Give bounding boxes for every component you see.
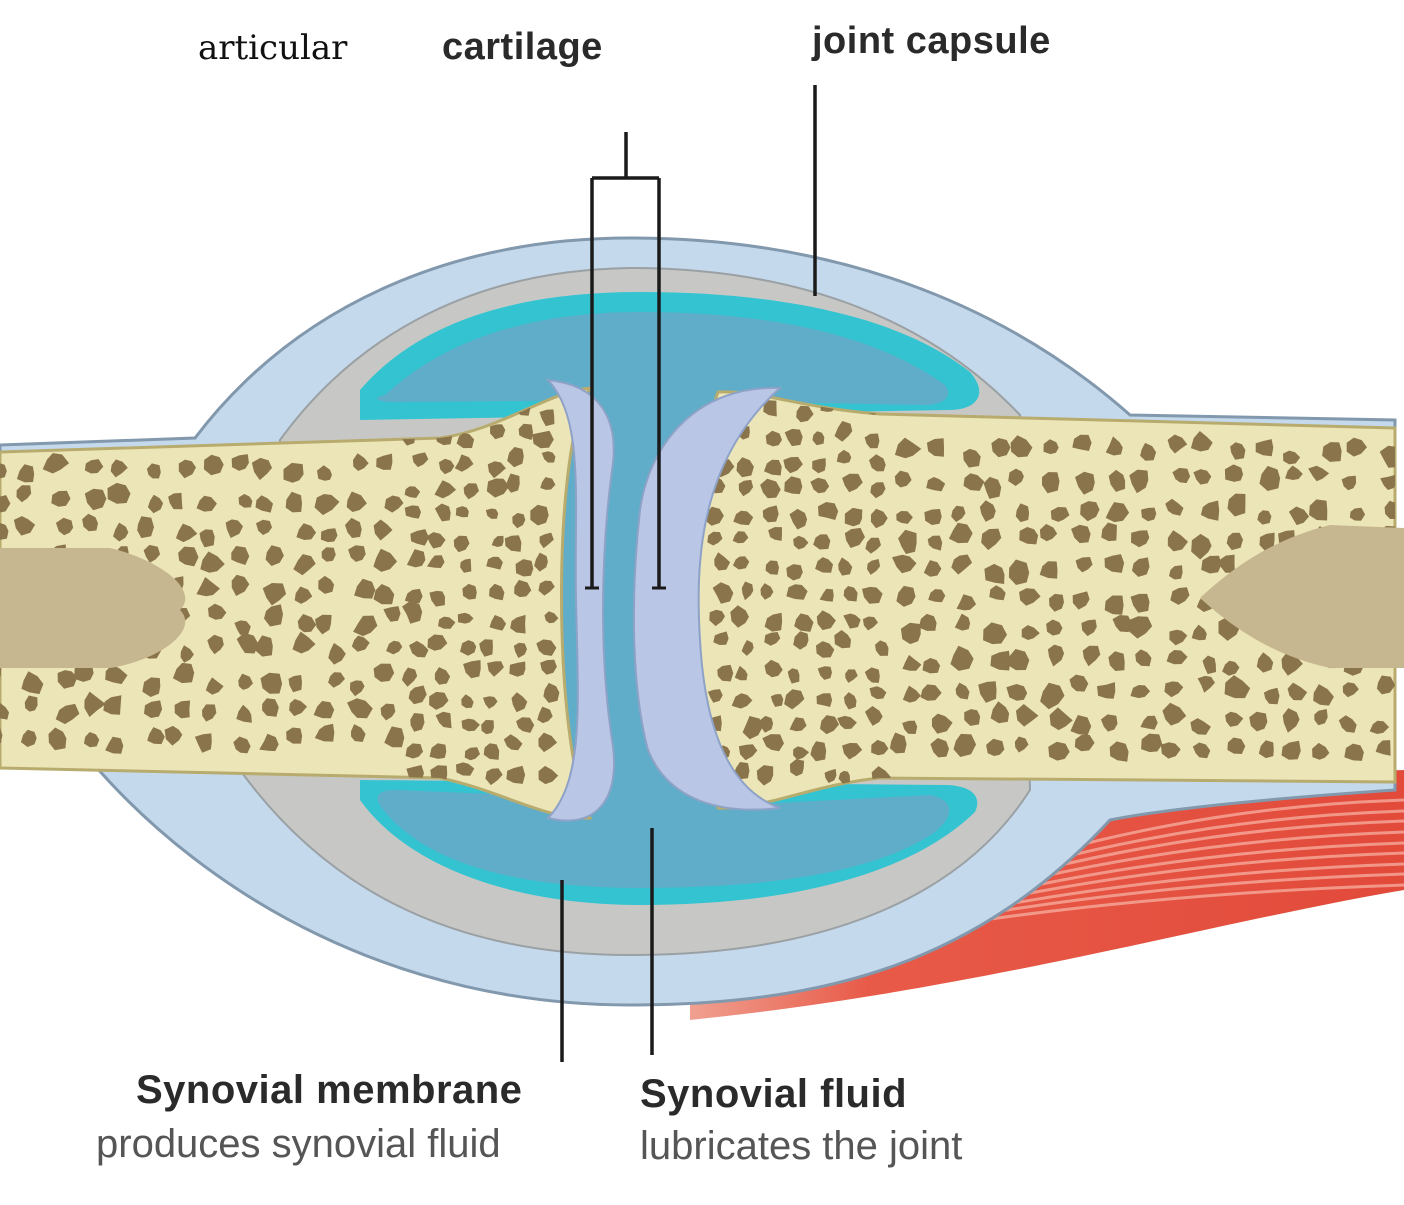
label-cartilage: cartilage xyxy=(442,26,603,69)
label-synovial-membrane-desc: produces synovial fluid xyxy=(96,1122,501,1167)
label-synovial-fluid-desc: lubricates the joint xyxy=(640,1124,962,1169)
label-synovial-membrane: Synovial membrane xyxy=(136,1068,522,1113)
label-synovial-fluid: Synovial fluid xyxy=(640,1072,907,1117)
label-articular: articular xyxy=(198,28,347,68)
label-joint-capsule: joint capsule xyxy=(812,20,1051,63)
